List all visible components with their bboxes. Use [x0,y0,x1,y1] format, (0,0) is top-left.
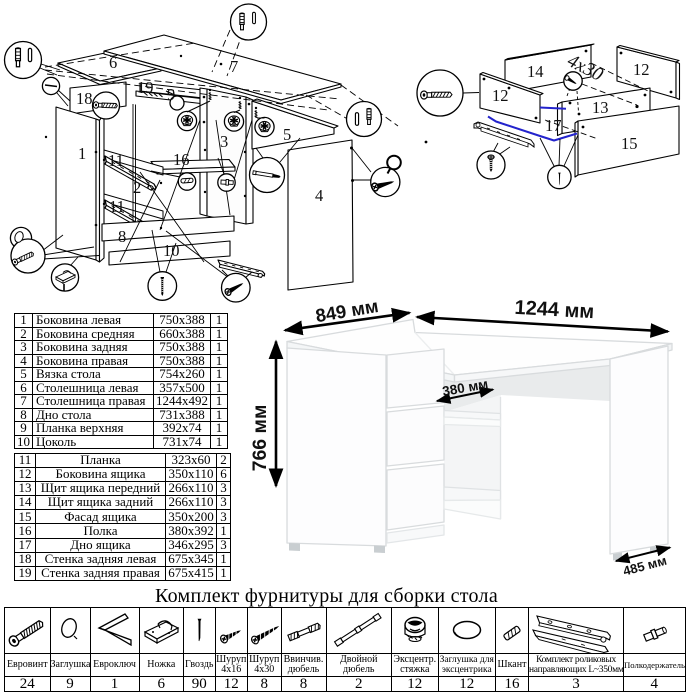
svg-text:16: 16 [173,150,190,169]
svg-text:9: 9 [167,85,175,104]
svg-text:11: 11 [109,197,125,216]
svg-text:12: 12 [492,86,509,105]
svg-text:1244 мм: 1244 мм [514,297,595,323]
svg-text:14: 14 [527,62,544,81]
svg-text:10: 10 [163,241,180,260]
svg-text:766 мм: 766 мм [249,405,271,472]
svg-text:18: 18 [76,89,93,108]
svg-text:12: 12 [633,60,650,79]
svg-text:1: 1 [78,144,86,163]
svg-text:7: 7 [230,57,238,76]
svg-text:19: 19 [137,78,154,97]
svg-text:3: 3 [220,132,228,151]
svg-text:485 мм: 485 мм [621,553,668,579]
svg-text:13: 13 [592,98,609,117]
svg-text:11: 11 [108,151,124,170]
svg-text:4: 4 [315,186,323,205]
svg-text:6: 6 [109,53,117,72]
svg-text:15: 15 [621,134,638,153]
svg-text:5: 5 [283,125,291,144]
svg-text:17: 17 [545,116,562,135]
svg-text:2: 2 [133,178,141,197]
svg-text:8: 8 [118,227,126,246]
